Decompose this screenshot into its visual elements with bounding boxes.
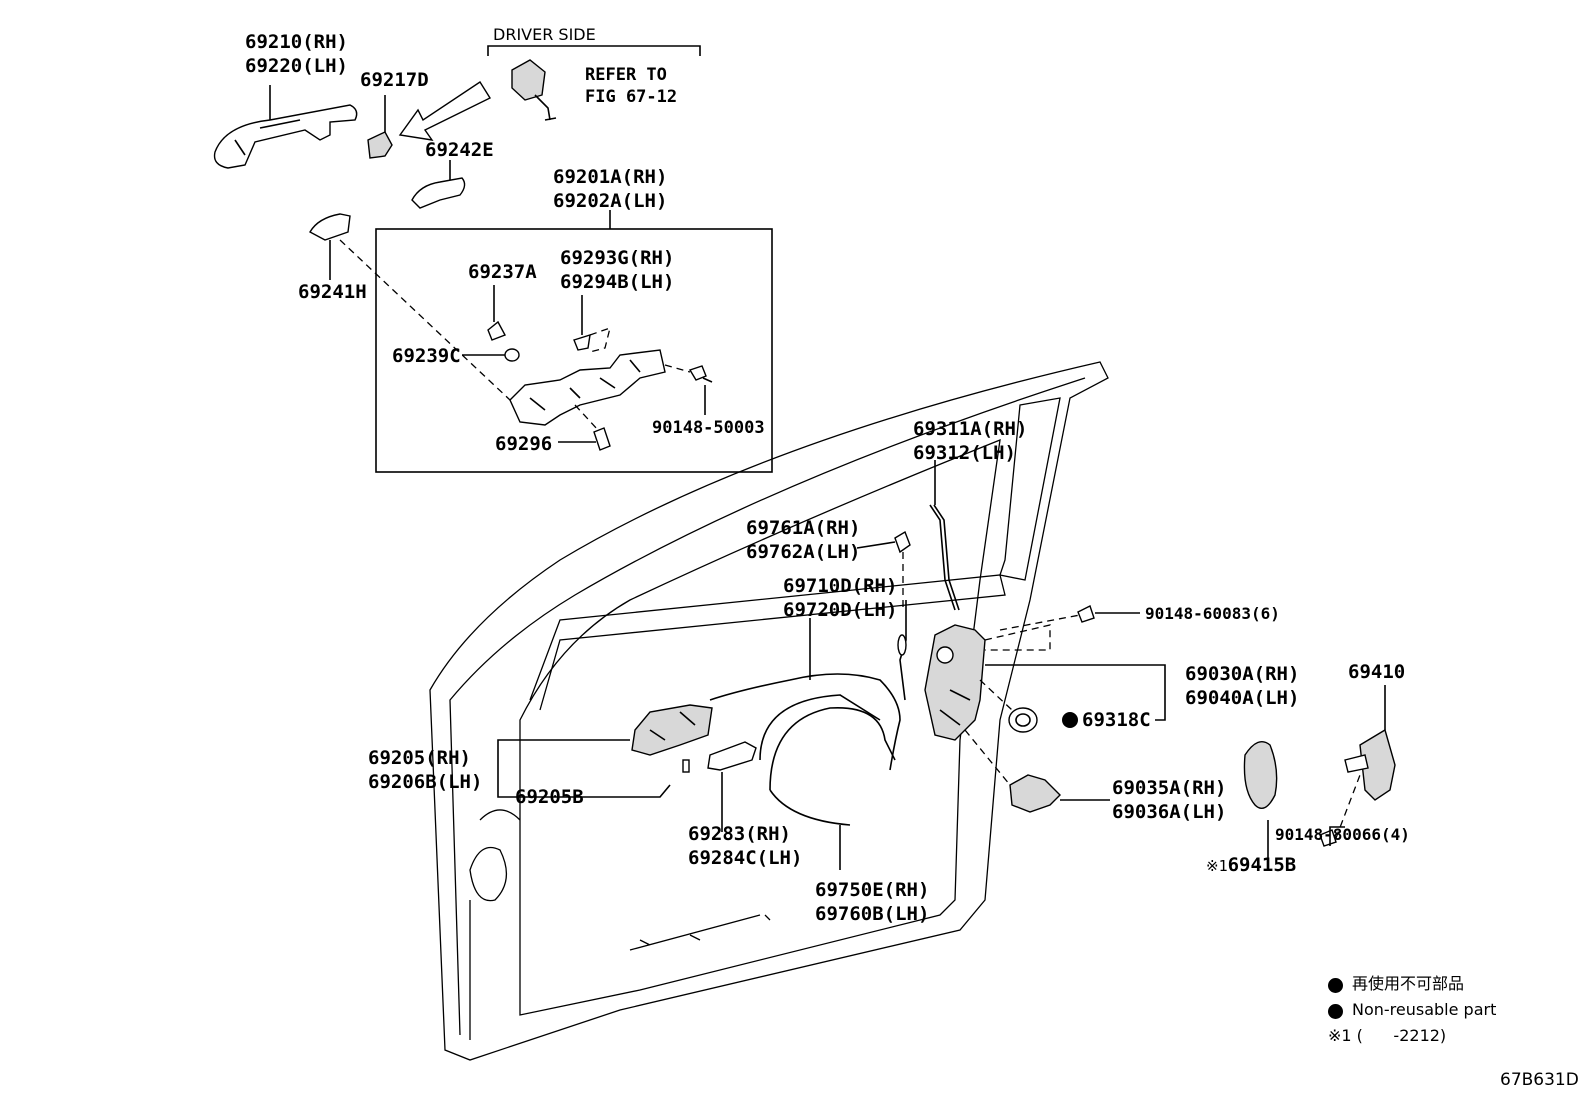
clip-69761A bbox=[894, 530, 911, 554]
handle-pad-69241H bbox=[309, 213, 351, 241]
door-frame-outline bbox=[429, 361, 1109, 1061]
part-90148-80066-label: 90148-80066(4) bbox=[1275, 825, 1410, 844]
handle-cap-69217D bbox=[367, 131, 393, 159]
screw-90148-80066 bbox=[1319, 829, 1337, 847]
legend-en-text: Non-reusable part bbox=[1352, 1000, 1497, 1019]
cable-69710D bbox=[709, 600, 907, 771]
note-mark: ※1 bbox=[1206, 857, 1228, 875]
part-69311A-label: 69311A(RH)69312(LH) bbox=[913, 418, 1028, 464]
part-69030A-label: 69030A(RH)69040A(LH) bbox=[1185, 663, 1300, 709]
legend-note-text: ※1 ( -2212) bbox=[1328, 1026, 1447, 1045]
part-69242E-label: 69242E bbox=[425, 139, 494, 161]
inside-handle-69205 bbox=[631, 704, 713, 756]
driver-side-label: DRIVER SIDE bbox=[493, 25, 596, 44]
screw-69296 bbox=[593, 427, 611, 451]
grommet-69239C bbox=[504, 348, 520, 362]
lock-rod-69311A bbox=[929, 504, 960, 611]
legend-jp-text: 再使用不可部品 bbox=[1352, 974, 1465, 993]
striker-69410 bbox=[1344, 728, 1396, 801]
screw-90148-50003 bbox=[688, 365, 713, 383]
lock-cylinder bbox=[511, 59, 557, 121]
part-69241H-label: 69241H bbox=[298, 281, 367, 303]
shim-69415B bbox=[1243, 741, 1278, 809]
door-lock-69030A bbox=[924, 624, 986, 741]
clip-69237A bbox=[487, 320, 506, 341]
part-69035A-label: 69035A(RH)69036A(LH) bbox=[1112, 777, 1227, 823]
part-69293G-label: 69293G(RH)69294B(LH) bbox=[560, 247, 675, 293]
pin-69205B bbox=[682, 759, 690, 773]
part-90148-50003-label: 90148-50003 bbox=[652, 418, 765, 438]
part-69283-label: 69283(RH)69284C(LH) bbox=[688, 823, 803, 869]
non-reusable-dot-icon bbox=[1328, 1004, 1343, 1019]
handle-frame-assembly bbox=[509, 349, 666, 426]
part-69239C-label: 69239C bbox=[392, 345, 461, 367]
part-69205B-label: 69205B bbox=[515, 786, 584, 808]
part-69410-label: 69410 bbox=[1348, 661, 1406, 683]
bracket-69293G bbox=[573, 333, 591, 351]
handle-frame-box bbox=[375, 228, 773, 473]
part-69217D-label: 69217D bbox=[360, 69, 429, 91]
part-69750E-label: 69750E(RH)69760B(LH) bbox=[815, 879, 930, 925]
part-69210-label: 69210(RH)69220(LH) bbox=[245, 31, 348, 77]
arrow-driver-side bbox=[398, 81, 492, 141]
part-69761A-label: 69761A(RH)69762A(LH) bbox=[746, 517, 861, 563]
part-69237A-label: 69237A bbox=[468, 261, 537, 283]
part-69710D-label: 69710D(RH)69720D(LH) bbox=[783, 575, 898, 621]
screw-90148-60083 bbox=[1077, 605, 1095, 623]
figure-code: 67B631D bbox=[1500, 1070, 1579, 1090]
non-reusable-marker bbox=[1062, 712, 1078, 728]
part-69415B-label: ※169415B bbox=[1206, 854, 1297, 876]
non-reusable-dot-icon bbox=[1328, 978, 1343, 993]
handle-cover-69283 bbox=[707, 741, 757, 771]
part-69201A-label: 69201A(RH)69202A(LH) bbox=[553, 166, 668, 212]
cable-69750E bbox=[759, 694, 896, 826]
part-69318C-label: 69318C bbox=[1082, 709, 1151, 731]
part-69205-label: 69205(RH)69206B(LH) bbox=[368, 747, 483, 793]
lock-cover-69035A bbox=[1009, 774, 1061, 813]
part-90148-60083-label: 90148-60083(6) bbox=[1145, 604, 1280, 623]
outside-handle-69210 bbox=[213, 104, 358, 169]
seal-69318C bbox=[1008, 707, 1078, 733]
handle-pad-69242E bbox=[411, 177, 466, 209]
part-69296-label: 69296 bbox=[495, 433, 553, 455]
